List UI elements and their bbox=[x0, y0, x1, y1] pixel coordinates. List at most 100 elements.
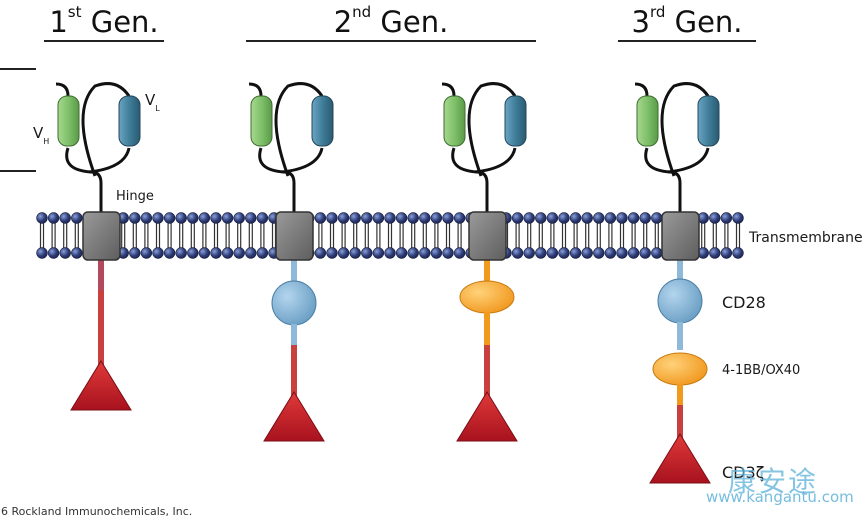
cd3z-domain bbox=[456, 391, 518, 442]
lipid-head bbox=[47, 247, 60, 259]
car-receptor-2 bbox=[248, 82, 334, 442]
costim-domain bbox=[652, 352, 708, 386]
lipid-head bbox=[175, 247, 187, 259]
lipid-head bbox=[732, 212, 744, 224]
vh-linker bbox=[451, 147, 489, 214]
vh-linker bbox=[65, 147, 103, 214]
lipid-head bbox=[326, 247, 338, 259]
lipid-head bbox=[709, 212, 721, 224]
lipid-head bbox=[430, 247, 443, 259]
scfv-loop bbox=[55, 82, 131, 177]
vh-domain bbox=[443, 95, 466, 147]
lipid-head bbox=[384, 247, 396, 259]
lipid-head bbox=[581, 247, 593, 259]
vl-label: VL bbox=[145, 91, 160, 113]
vl-linker bbox=[667, 147, 710, 174]
lipid-head bbox=[395, 247, 408, 259]
cd3z-domain bbox=[263, 391, 325, 442]
lipid-head bbox=[523, 212, 535, 224]
lipid-head bbox=[198, 247, 211, 259]
signaling-stalk bbox=[98, 290, 104, 368]
gen1-word: Gen. bbox=[90, 5, 159, 39]
lipid-head bbox=[523, 247, 535, 259]
lipid-head bbox=[314, 247, 327, 259]
lipid-head bbox=[453, 247, 466, 259]
lipid-head bbox=[140, 212, 153, 224]
watermark-url: www.kangantu.com bbox=[706, 488, 854, 506]
lipid-head bbox=[511, 212, 524, 224]
lipid-head bbox=[395, 212, 408, 224]
lipid-head bbox=[569, 247, 582, 259]
car-receptor-1 bbox=[55, 82, 141, 411]
gen3-word: Gen. bbox=[674, 5, 743, 39]
lipid-head bbox=[581, 212, 593, 224]
cd3z-domain bbox=[649, 433, 711, 484]
lipid-head bbox=[372, 247, 385, 259]
lipid-head bbox=[163, 247, 176, 259]
watermark-chinese: 康安途 bbox=[728, 465, 819, 498]
vh-domain bbox=[57, 95, 80, 147]
cd28-domain bbox=[657, 278, 703, 324]
gen3-title: 3rd Gen. bbox=[618, 3, 756, 42]
car-receptors bbox=[55, 82, 720, 484]
lipid-head bbox=[604, 212, 617, 224]
lipid-bilayer bbox=[36, 212, 744, 259]
vl-domain bbox=[504, 95, 527, 147]
lipid-head bbox=[627, 212, 640, 224]
cd3z-domain bbox=[70, 360, 132, 411]
vh-linker bbox=[258, 147, 296, 214]
lipid-head bbox=[59, 247, 71, 259]
vl-domain bbox=[697, 95, 720, 147]
signaling-stalk bbox=[484, 312, 490, 345]
vh-label-main: V bbox=[33, 124, 44, 142]
lipid-head bbox=[593, 247, 605, 259]
lipid-head bbox=[71, 247, 83, 259]
lipid-head bbox=[175, 212, 187, 224]
lipid-head bbox=[210, 212, 222, 224]
transmembrane-label: Transmembrane bbox=[749, 230, 863, 246]
lipid-head bbox=[558, 212, 570, 224]
cd28-label: CD28 bbox=[722, 293, 766, 312]
costim-label: 4-1BB/OX40 bbox=[722, 363, 801, 378]
copyright-text: 16 Rockland Immunochemicals, Inc. bbox=[0, 505, 193, 518]
lipid-head bbox=[419, 212, 431, 224]
scfv-loop bbox=[248, 82, 324, 177]
lipid-head bbox=[361, 212, 373, 224]
lipid-head bbox=[187, 212, 199, 224]
vl-linker bbox=[88, 147, 131, 174]
vl-linker bbox=[281, 147, 324, 174]
transmembrane-block bbox=[82, 211, 121, 261]
transmembrane-block bbox=[468, 211, 507, 261]
car-receptor-3 bbox=[441, 82, 527, 442]
vh-linker bbox=[644, 147, 682, 214]
lipid-head bbox=[651, 247, 663, 259]
lipid-head bbox=[163, 212, 176, 224]
car-receptor-4 bbox=[634, 82, 720, 484]
lipid-head bbox=[616, 247, 628, 259]
lipid-head bbox=[372, 212, 385, 224]
gen2-suffix: nd bbox=[352, 3, 372, 21]
signaling-stalk bbox=[291, 324, 297, 345]
vl-domain bbox=[311, 95, 334, 147]
signaling-stalk bbox=[677, 258, 683, 285]
lipid-head bbox=[233, 247, 245, 259]
lipid-head bbox=[198, 212, 211, 224]
lipid-head bbox=[221, 212, 234, 224]
scfv-loop bbox=[441, 82, 517, 177]
lipid-head bbox=[47, 212, 60, 224]
lipid-head bbox=[349, 247, 361, 259]
lipid-head bbox=[639, 212, 651, 224]
lipid-head bbox=[558, 247, 570, 259]
gen2-word: Gen. bbox=[380, 5, 449, 39]
lipid-head bbox=[616, 212, 628, 224]
lipid-head bbox=[535, 212, 547, 224]
vl-label-sub: L bbox=[155, 104, 160, 113]
scfv-loop bbox=[634, 82, 710, 177]
vl-domain bbox=[118, 95, 141, 147]
lipid-head bbox=[337, 212, 350, 224]
gen3-number: 3 bbox=[631, 5, 650, 39]
vh-label: VH bbox=[33, 124, 49, 146]
transmembrane-block bbox=[661, 211, 700, 261]
signaling-stalk bbox=[677, 322, 683, 350]
